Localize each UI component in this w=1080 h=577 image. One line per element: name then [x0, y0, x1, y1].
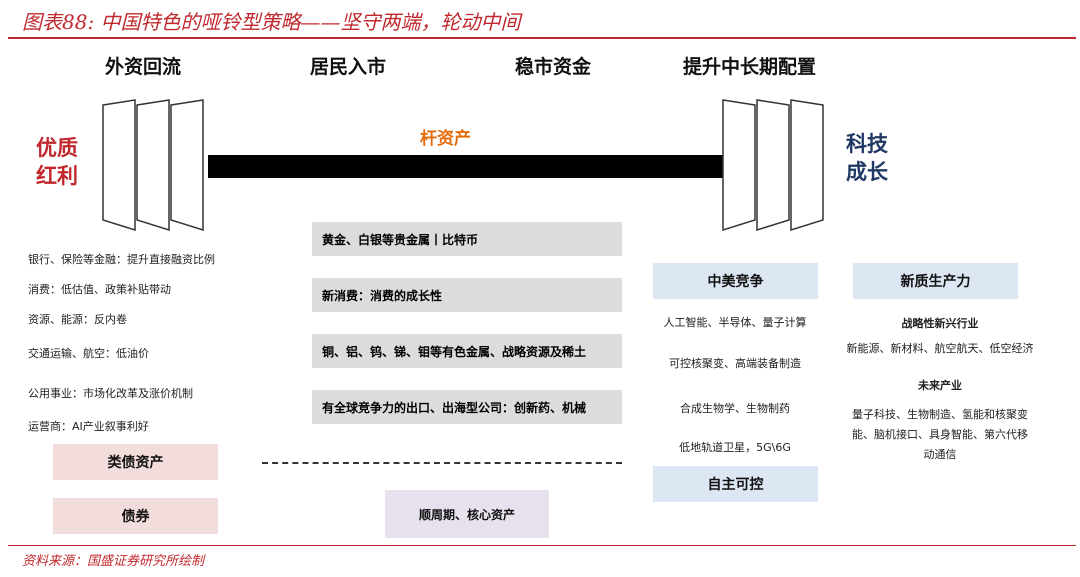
left-item: 消费：低估值、政策补贴带动: [28, 283, 171, 296]
bonds-box: 债券: [53, 498, 218, 534]
cyclical-core-assets-box: 顺周期、核心资产: [385, 490, 549, 538]
header-stabilization-fund: 稳市资金: [515, 56, 592, 78]
center-item: 有全球竞争力的出口、出海型公司：创新药、机械: [312, 390, 622, 424]
header-long-term: 提升中长期配置: [683, 56, 817, 78]
future-industries-text: 量子科技、生物制造、氢能和核聚变能、脑机接口、具身智能、第六代移动通信: [852, 408, 1028, 461]
barbell-bar: [208, 155, 723, 178]
center-item: 黄金、白银等贵金属丨比特币: [312, 222, 622, 256]
strategic-industries-text: 新能源、新材料、航空航天、低空经济: [846, 342, 1034, 355]
left-label-line: 红利: [36, 164, 78, 188]
header-resident: 居民入市: [310, 56, 387, 78]
bond-like-assets-box: 类债资产: [53, 444, 218, 480]
left-item: 运营商：AI产业叙事利好: [28, 420, 149, 433]
right1-item: 人工智能、半导体、量子计算: [663, 316, 807, 329]
right-label-line: 科技: [846, 132, 888, 156]
figure-title: 图表88: 中国特色的哑铃型策略——坚守两端，轮动中间: [22, 10, 521, 34]
title-divider: [8, 37, 1076, 39]
center-item: 新消费：消费的成长性: [312, 278, 622, 312]
center-item: 铜、铝、钨、锑、钼等有色金属、战略资源及稀土: [312, 334, 622, 368]
right1-item: 合成生物学、生物制药: [680, 402, 790, 415]
right-weight-plates: [722, 99, 824, 232]
footer-divider: [8, 545, 1076, 546]
left-item: 交通运输、航空：低油价: [28, 347, 149, 360]
dashed-divider: [262, 462, 622, 464]
new-productivity-box: 新质生产力: [853, 263, 1018, 299]
header-foreign-capital: 外资回流: [105, 56, 182, 78]
left-item: 银行、保险等金融：提升直接融资比例: [28, 253, 215, 266]
right-label: 科技成长: [846, 130, 888, 186]
left-item: 公用事业：市场化改革及涨价机制: [28, 387, 193, 400]
source-note: 资料来源：国盛证券研究所绘制: [22, 554, 205, 569]
strategic-industries-heading: 战略性新兴行业: [901, 317, 979, 330]
right1-item: 可控核聚变、高端装备制造: [669, 357, 801, 370]
right1-item: 低地轨道卫星，5G\6G: [679, 441, 791, 454]
us-china-competition-box: 中美竞争: [653, 263, 818, 299]
future-industries-heading: 未来产业: [918, 379, 962, 392]
self-reliance-box: 自主可控: [653, 466, 818, 502]
left-label-line: 优质: [36, 136, 78, 160]
left-item: 资源、能源：反内卷: [28, 313, 127, 326]
left-label: 优质红利: [36, 134, 78, 190]
left-weight-plates: [102, 99, 204, 232]
bar-label: 杆资产: [420, 129, 471, 149]
right-label-line: 成长: [846, 160, 888, 184]
